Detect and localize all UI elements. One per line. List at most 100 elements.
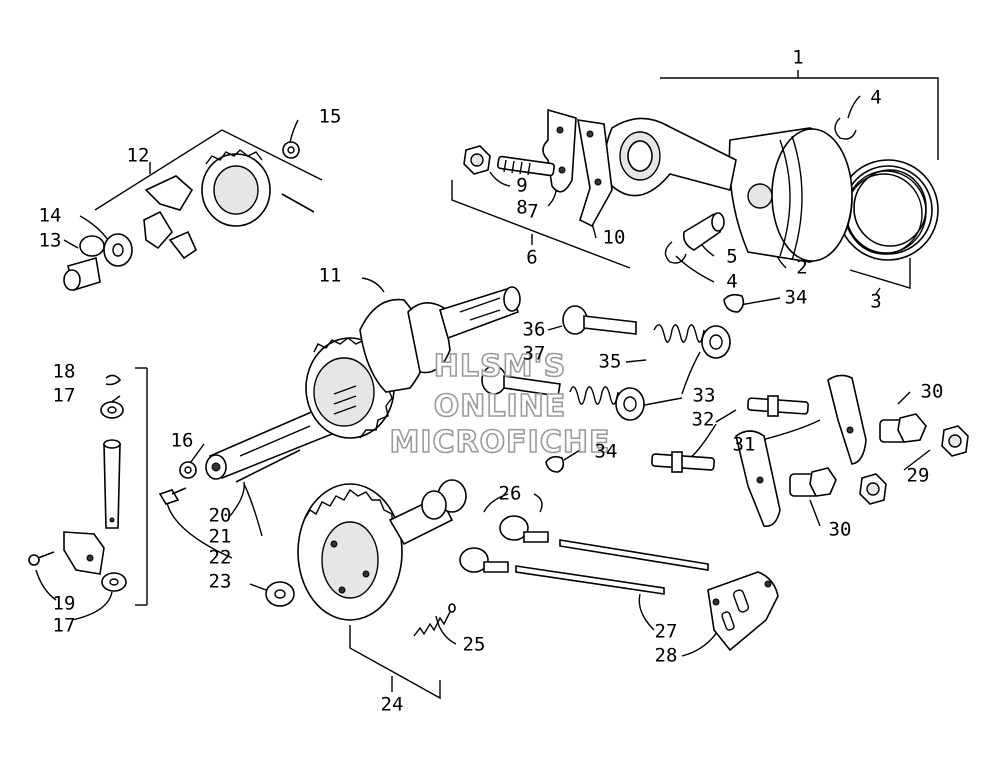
- push-rod-lower: [515, 565, 665, 595]
- callout-15: 15: [319, 106, 342, 128]
- governor-shaft: [63, 235, 105, 292]
- camshaft: [388, 479, 467, 546]
- callout-10: 10: [603, 227, 626, 249]
- callout-29: 29: [907, 465, 930, 487]
- governor-arm-assembly: [28, 374, 127, 592]
- callout-24: 24: [381, 694, 404, 716]
- watermark: HLSM'S ONLINE MICROFICHE: [389, 348, 611, 461]
- rod-nut: [463, 145, 491, 175]
- pivot-ball-upper: [879, 413, 927, 443]
- valve-spring-upper: [653, 324, 731, 359]
- governor-arm-shaft: [103, 443, 121, 529]
- watermark-line-3: MICROFICHE: [390, 425, 611, 460]
- callout-22: 22: [209, 547, 232, 569]
- governor-washer: [282, 141, 300, 159]
- callout-28: 28: [655, 645, 678, 667]
- tappet-lower: [459, 547, 509, 573]
- governor-assembly: [63, 141, 315, 292]
- governor-arm-screw: [28, 551, 55, 566]
- callout-13: 13: [39, 230, 62, 252]
- piston: [728, 127, 853, 263]
- valve-upper: [562, 305, 637, 335]
- valve-keeper-upper: [723, 293, 745, 313]
- callout-19: 19: [53, 593, 76, 615]
- crankshaft: [158, 286, 521, 505]
- callout-16: 16: [171, 430, 194, 452]
- callout-32: 32: [692, 409, 715, 431]
- callout-25: 25: [463, 634, 486, 656]
- cam-gear: [297, 483, 403, 621]
- callout-26: 26: [499, 483, 522, 505]
- callout-30-upper: 30: [921, 381, 944, 403]
- callout-18: 18: [53, 361, 76, 383]
- governor-flyweights: [143, 175, 198, 260]
- camshaft-assembly: [265, 479, 779, 652]
- tappet-upper: [499, 515, 549, 543]
- callout-8: 8: [516, 197, 527, 219]
- governor-gear: [201, 149, 271, 227]
- circlip-upper: [834, 117, 857, 140]
- push-rod-guide-plate: [707, 571, 779, 652]
- callout-7: 7: [527, 201, 538, 223]
- rod-cap-shim: [542, 108, 577, 193]
- rocker-assembly: [651, 374, 969, 527]
- callout-34-upper: 34: [785, 287, 808, 309]
- callout-36: 36: [523, 319, 546, 341]
- governor-arm-washer-lower: [101, 572, 127, 592]
- callout-17-lower: 17: [53, 615, 76, 637]
- callout-2: 2: [796, 257, 807, 279]
- callout-21: 21: [209, 526, 232, 548]
- rod-cap: [577, 119, 613, 228]
- watermark-line-1: HLSM'S: [434, 349, 566, 384]
- callout-33: 33: [693, 385, 716, 407]
- callout-20: 20: [209, 505, 232, 527]
- callout-31: 31: [733, 434, 756, 456]
- valve-spring-lower: [569, 386, 645, 421]
- rod-stud: [497, 155, 555, 177]
- callout-5: 5: [726, 246, 737, 268]
- callout-4-upper: 4: [870, 87, 881, 109]
- callout-23: 23: [209, 571, 232, 593]
- rocker-nut-lower: [859, 473, 887, 505]
- piston-rings: [837, 159, 939, 261]
- callout-1: 1: [792, 47, 803, 69]
- crankshaft-key: [235, 449, 301, 483]
- governor-shaft-washer: [103, 233, 133, 267]
- callout-17-upper: 17: [53, 385, 76, 407]
- callout-27: 27: [655, 621, 678, 643]
- watermark-line-2: ONLINE: [434, 389, 567, 424]
- rocker-nut-upper: [941, 425, 969, 457]
- cotter-pin: [105, 374, 122, 386]
- callout-9: 9: [516, 175, 527, 197]
- piston-pin: [682, 212, 725, 251]
- rocker-arm-upper: [827, 374, 867, 465]
- cam-washer: [265, 581, 295, 607]
- crankshaft-washer: [179, 461, 197, 479]
- callout-30-lower: 30: [829, 519, 852, 541]
- valve-keeper-lower: [545, 455, 565, 473]
- valve-lower: [481, 365, 561, 397]
- push-rod-upper: [559, 539, 709, 571]
- callout-34-lower: 34: [595, 441, 618, 463]
- callout-37: 37: [523, 343, 546, 365]
- callout-14: 14: [39, 205, 62, 227]
- callout-11: 11: [319, 265, 342, 287]
- cam-spring: [413, 603, 456, 637]
- circlip-lower: [664, 241, 687, 264]
- callout-6: 6: [526, 247, 537, 269]
- callout-labels: 1 4 15 12 9 8 7 14 13 10 5 6 2 11 4 34 3…: [39, 47, 944, 716]
- callout-35: 35: [599, 351, 622, 373]
- small-bolt: [158, 487, 187, 505]
- piston-assembly: [463, 108, 939, 313]
- connecting-rod: [604, 117, 737, 197]
- rocker-stud-upper: [747, 395, 809, 417]
- rocker-stud-lower: [651, 451, 715, 473]
- callout-4-lower: 4: [726, 271, 737, 293]
- valve-assembly: [481, 305, 731, 473]
- callout-3: 3: [870, 291, 881, 313]
- governor-arm-washer-upper: [100, 401, 124, 419]
- callout-12: 12: [127, 145, 150, 167]
- pivot-ball-lower: [789, 467, 837, 497]
- governor-arm-plate: [63, 531, 105, 575]
